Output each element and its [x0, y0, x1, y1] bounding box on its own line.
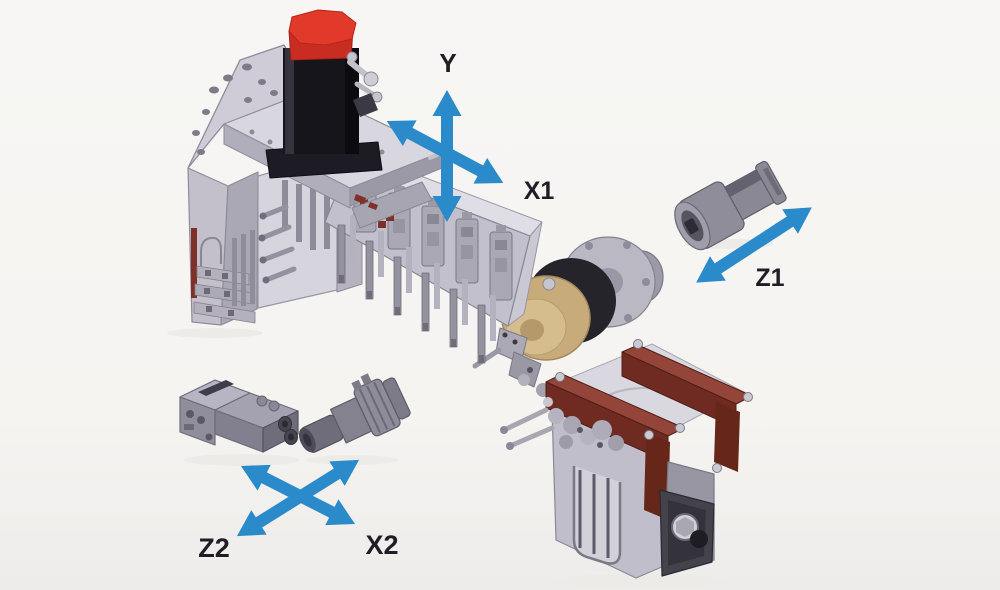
- x2-axis-label: X2: [365, 530, 398, 560]
- rail-bolts: [555, 339, 753, 473]
- x1-axis-label: X1: [524, 177, 555, 205]
- z1-axis-arrow: [696, 207, 812, 283]
- motor-fittings: [346, 51, 383, 117]
- main-tool-head: [187, 9, 664, 397]
- z2-axis-label: Z2: [198, 533, 230, 563]
- tool-pins: [337, 215, 496, 364]
- drill-unit: [179, 379, 299, 453]
- z1-tool-spindle: [674, 160, 787, 251]
- drive-motor: [265, 9, 383, 179]
- motor-red-cap: [288, 9, 357, 46]
- arch-tool-rods: [259, 204, 297, 283]
- axis-annotations: Y X1 Z1 Z2 X2: [198, 48, 812, 563]
- red-slat: [191, 228, 197, 298]
- z2-axis-arrow: [236, 459, 360, 537]
- z1-axis-label: Z1: [755, 264, 784, 292]
- x1-axis-arrow: [386, 120, 504, 184]
- counter-spindle-unit: [500, 339, 753, 579]
- tool-cluster: [500, 397, 624, 451]
- x2-tool-spindle: [298, 373, 411, 453]
- chuck-jaw: [508, 351, 542, 388]
- frame-holes: [192, 63, 278, 155]
- y-axis-label: Y: [439, 48, 456, 78]
